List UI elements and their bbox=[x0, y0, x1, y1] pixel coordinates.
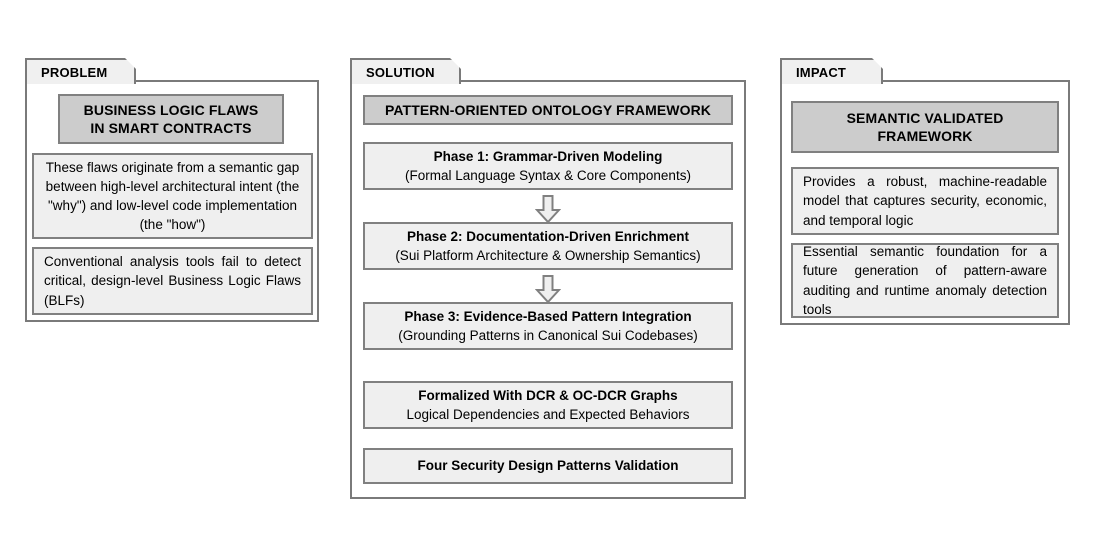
solution-phase-1-title: Phase 1: Grammar-Driven Modeling bbox=[433, 148, 663, 164]
solution-phase-1: Phase 1: Grammar-Driven Modeling (Formal… bbox=[363, 142, 733, 190]
problem-item-1: These flaws originate from a semantic ga… bbox=[32, 153, 313, 239]
solution-formalized-subtitle: Logical Dependencies and Expected Behavi… bbox=[406, 406, 690, 422]
solution-phase-3-title: Phase 3: Evidence-Based Pattern Integrat… bbox=[404, 308, 692, 324]
down-block-arrow-icon-2 bbox=[534, 275, 562, 304]
solution-phase-1-subtitle: (Formal Language Syntax & Core Component… bbox=[405, 167, 691, 183]
panel-tab-label-solution: SOLUTION bbox=[366, 64, 435, 80]
impact-header-line-2: FRAMEWORK bbox=[877, 128, 973, 144]
problem-item-2: Conventional analysis tools fail to dete… bbox=[32, 247, 313, 315]
solution-validation-box: Four Security Design Patterns Validation bbox=[363, 448, 733, 484]
solution-formalized-title: Formalized With DCR & OC-DCR Graphs bbox=[418, 387, 678, 403]
folded-corner-icon bbox=[441, 49, 459, 67]
impact-item-1: Provides a robust, machine-readable mode… bbox=[791, 167, 1059, 235]
impact-header-box: SEMANTIC VALIDATED FRAMEWORK bbox=[791, 101, 1059, 153]
solution-phase-3-subtitle: (Grounding Patterns in Canonical Sui Cod… bbox=[398, 327, 698, 343]
impact-item-1-text: Provides a robust, machine-readable mode… bbox=[803, 174, 1047, 228]
problem-item-1-text: These flaws originate from a semantic ga… bbox=[45, 159, 300, 233]
impact-header-line-1: SEMANTIC VALIDATED bbox=[846, 109, 1004, 126]
problem-header-line-1: BUSINESS LOGIC FLAWS bbox=[83, 101, 259, 118]
panel-tab-label-problem: PROBLEM bbox=[41, 64, 108, 80]
solution-phase-2-subtitle: (Sui Platform Architecture & Ownership S… bbox=[395, 247, 701, 263]
solution-phase-3: Phase 3: Evidence-Based Pattern Integrat… bbox=[363, 302, 733, 350]
folded-corner-icon bbox=[863, 49, 881, 67]
problem-header-line-2: IN SMART CONTRACTS bbox=[90, 120, 252, 136]
solution-formalized-box: Formalized With DCR & OC-DCR Graphs Logi… bbox=[363, 381, 733, 429]
down-block-arrow-icon-1 bbox=[534, 195, 562, 224]
solution-phase-2-title: Phase 2: Documentation-Driven Enrichment bbox=[406, 228, 690, 244]
panel-tab-problem: PROBLEM bbox=[25, 58, 136, 84]
problem-header-box: BUSINESS LOGIC FLAWS IN SMART CONTRACTS bbox=[58, 94, 284, 144]
solution-phase-2: Phase 2: Documentation-Driven Enrichment… bbox=[363, 222, 733, 270]
solution-header-box: PATTERN-ORIENTED ONTOLOGY FRAMEWORK bbox=[363, 95, 733, 125]
panel-tab-label-impact: IMPACT bbox=[796, 64, 847, 80]
panel-tab-impact: IMPACT bbox=[780, 58, 883, 84]
impact-item-2: Essential semantic foundation for a futu… bbox=[791, 243, 1059, 318]
panel-tab-solution: SOLUTION bbox=[350, 58, 461, 84]
solution-header-line-1: PATTERN-ORIENTED ONTOLOGY FRAMEWORK bbox=[384, 101, 711, 118]
solution-validation-title: Four Security Design Patterns Validation bbox=[417, 458, 679, 474]
impact-item-2-text: Essential semantic foundation for a futu… bbox=[803, 244, 1047, 317]
folded-corner-icon bbox=[116, 49, 134, 67]
problem-item-2-text: Conventional analysis tools fail to dete… bbox=[44, 254, 301, 308]
